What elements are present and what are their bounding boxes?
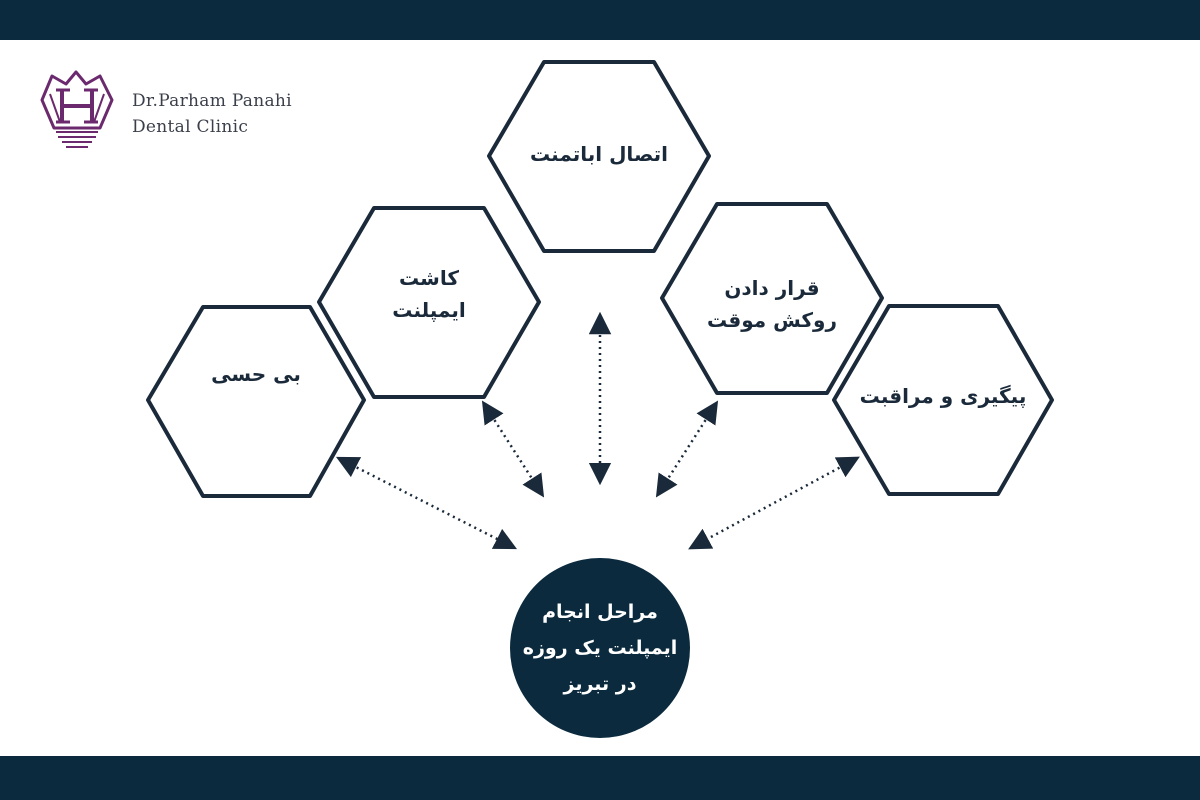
clinic-name: Dr.Parham Panahi Dental Clinic [132,88,292,140]
arrow-center-temporary-crown [655,400,719,498]
center-title: مراحل انجام ایمپلنت یک روزه در تبریز [522,601,678,695]
hexagon-abutment [487,60,711,253]
clinic-name-line1: Dr.Parham Panahi [132,91,292,111]
arrow-center-follow-up [688,456,860,550]
center-circle [510,558,690,738]
tooth-implant-logo-icon [40,70,114,148]
step-label-follow-up: پیگیری و مراقبت [859,384,1027,408]
hexagon-follow-up [832,304,1054,496]
step-label-anesthesia: بی حسی [211,362,301,386]
arrow-center-anesthesia [335,456,518,550]
hexagon-temporary-crown [660,202,884,395]
clinic-name-line2: Dental Clinic [132,117,249,137]
arrow-center-implant-placement [481,400,545,498]
bottom-footer-bar [0,756,1200,800]
hexagon-anesthesia [146,305,366,498]
clinic-logo[interactable]: Dr.Parham Panahi Dental Clinic [36,66,306,158]
top-header-bar [0,0,1200,40]
step-label-abutment: اتصال اباتمنت [529,142,669,166]
step-label-temporary-crown: قرار دادن روکش موقت [707,276,837,332]
step-label-implant-placement: کاشت ایمپلنت [392,266,466,322]
hexagon-implant-placement [317,206,541,399]
